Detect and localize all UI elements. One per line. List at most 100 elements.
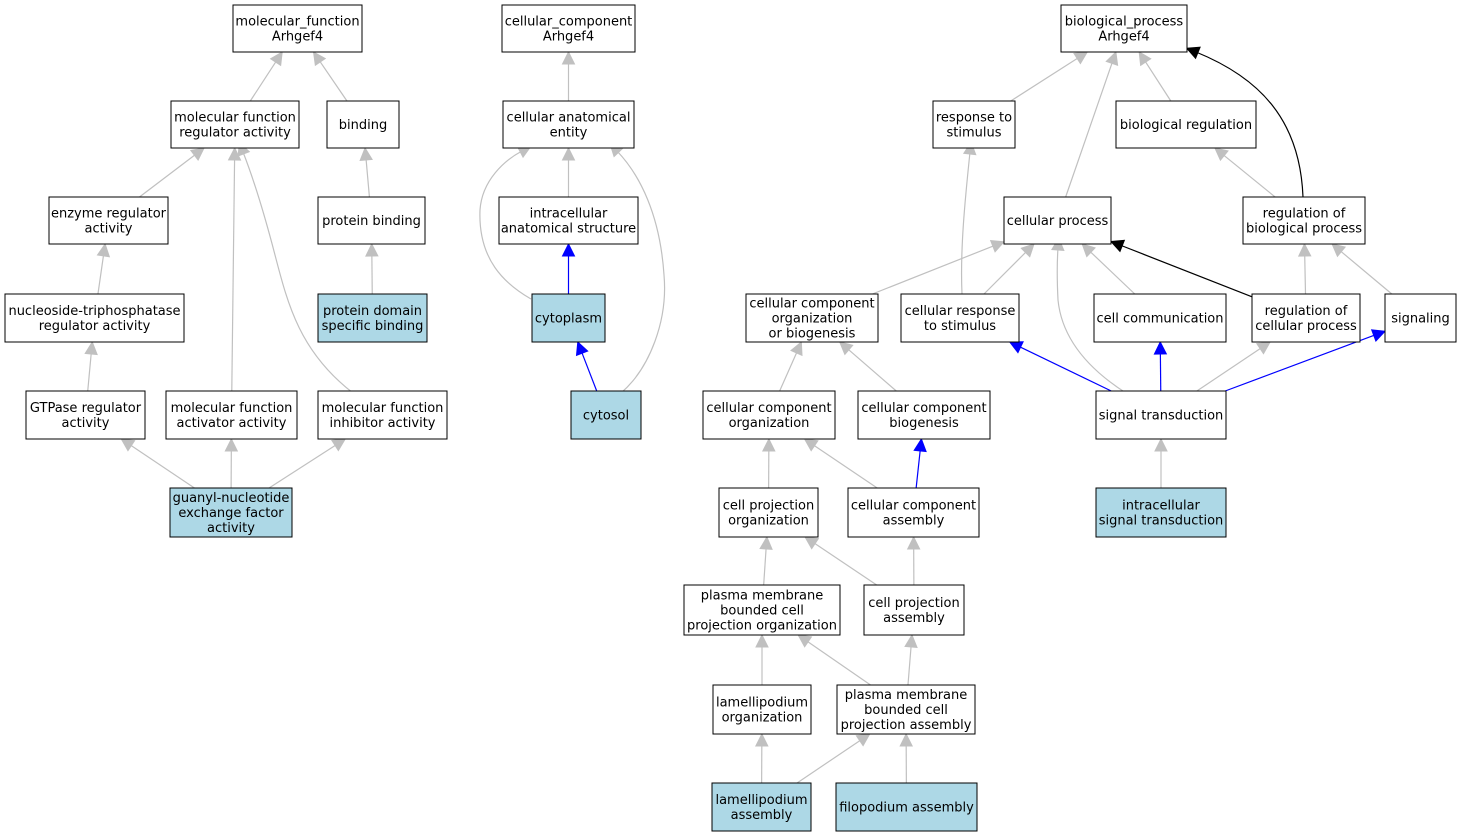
edge-ist-to-sig_trans [1154, 437, 1168, 488]
node-bio-reg[interactable]: biological regulation [1115, 100, 1257, 149]
edge-arrowhead [855, 733, 871, 747]
node-label: cell communication [1096, 312, 1223, 327]
node-cytoplasm[interactable]: cytoplasm [531, 293, 606, 343]
node-box [1251, 293, 1361, 343]
node-box [317, 196, 426, 245]
node-box [702, 390, 836, 440]
node-box [712, 684, 812, 735]
node-box [1115, 100, 1257, 149]
node-cell-proc[interactable]: cellular process [1003, 196, 1112, 245]
node-label: regulator activity [179, 126, 291, 141]
node-sig-trans[interactable]: signal transduction [1095, 390, 1227, 440]
node-box [25, 390, 146, 440]
edge-arrowhead [803, 438, 819, 452]
edge-cpa-to-cca [906, 535, 921, 586]
edge-line [983, 252, 1026, 295]
edge-arrowhead [804, 536, 820, 550]
edge-arrowhead [1073, 51, 1089, 65]
node-label: nucleoside-triphosphatase [8, 304, 180, 319]
edge-arrowhead [1020, 243, 1035, 258]
edge-pmbcpo-to-cpo [759, 535, 773, 586]
edge-line [1020, 346, 1112, 392]
node-box [863, 584, 965, 636]
edge-bio_reg-to-bp_root [1138, 51, 1172, 102]
node-box [48, 196, 169, 245]
node-filo-asm[interactable]: filopodium assembly [835, 782, 978, 832]
node-label: assembly [731, 808, 793, 823]
edge-pdsb-to-prot_binding [365, 242, 379, 295]
node-cytosol[interactable]: cytosol [570, 390, 642, 440]
edge-reg_bio-to-bio_reg [1214, 147, 1276, 198]
node-label: filopodium assembly [839, 801, 974, 816]
node-label: lamellipodium [715, 793, 807, 808]
node-label: cellular anatomical [507, 111, 631, 126]
edge-line [231, 159, 236, 392]
node-label: assembly [883, 611, 945, 626]
node-label: biological_process [1065, 15, 1184, 30]
edge-arrowhead [797, 634, 813, 648]
node-label: cytosol [583, 409, 629, 424]
node-label: assembly [883, 514, 945, 529]
edge-line [960, 151, 971, 295]
edge-gef-to-gtpase_reg [120, 438, 195, 489]
node-label: Arhgef4 [543, 30, 594, 45]
node-prot-binding[interactable]: protein binding [317, 196, 426, 245]
edge-line [1145, 61, 1172, 102]
node-cell-comm[interactable]: cell communication [1093, 293, 1227, 343]
node-label: biogenesis [889, 416, 959, 431]
edge-arrowhead [759, 535, 773, 550]
edge-line [581, 352, 598, 392]
edge-arrowhead [790, 340, 803, 357]
node-box [232, 4, 363, 53]
edge-cell_resp-to-cell_proc [983, 243, 1035, 295]
node-binding[interactable]: binding [326, 100, 400, 149]
node-label: enzyme regulator [51, 207, 167, 222]
edge-sig_trans-to-reg_cell [1196, 341, 1272, 392]
edge-gtpase_reg-to-ntp_reg [84, 340, 98, 392]
node-signaling[interactable]: signaling [1384, 293, 1457, 343]
node-label: bounded cell [720, 604, 804, 619]
node-box [711, 782, 812, 832]
node-label: bounded cell [864, 703, 948, 718]
node-box [170, 100, 300, 149]
node-label: binding [339, 118, 387, 133]
edge-filo_asm-to-pmbcpa [899, 732, 913, 784]
node-label: or biogenesis [769, 327, 856, 342]
edge-arrowhead [838, 341, 854, 356]
edge-arrowhead [1138, 51, 1152, 67]
edge-arrowhead [755, 732, 769, 747]
edge-line [915, 450, 921, 489]
node-box [1242, 196, 1366, 245]
edge-sig_trans-to-cell_resp [1008, 341, 1112, 392]
edge-gef-to-mf_inh [268, 438, 347, 489]
